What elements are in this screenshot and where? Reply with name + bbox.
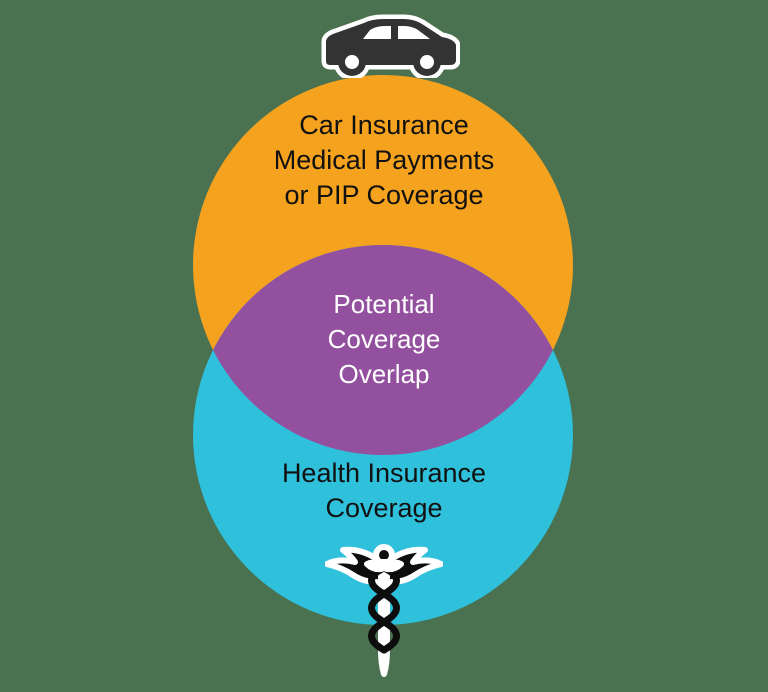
venn-intersection-region bbox=[193, 245, 573, 455]
